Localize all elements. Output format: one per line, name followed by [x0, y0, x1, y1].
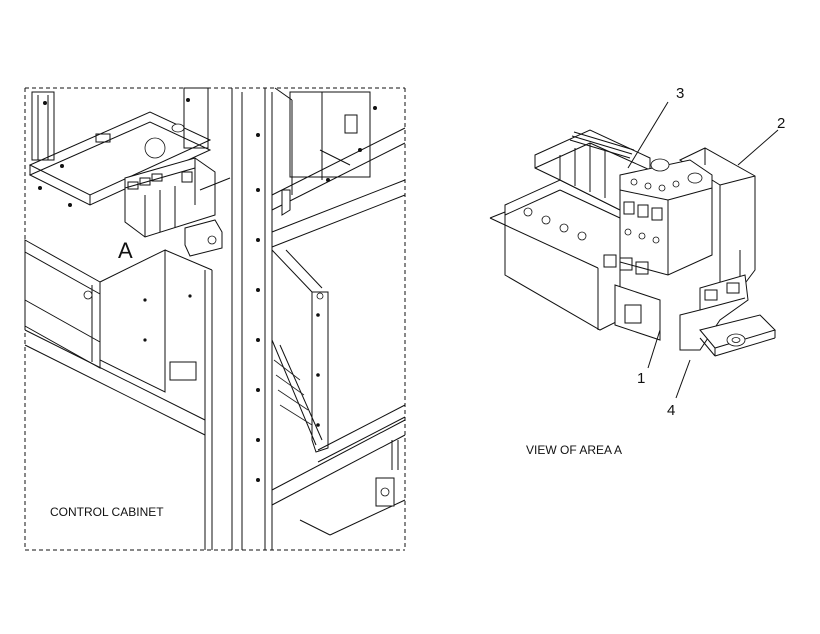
control-cabinet-drawing: A — [24, 87, 406, 551]
callout-leaders — [627, 101, 779, 399]
terminal-block-body — [489, 129, 713, 331]
callout-3: 3 — [676, 85, 684, 102]
mounting-plate — [28, 111, 212, 207]
control-cabinet-caption: CONTROL CABINET — [50, 505, 164, 519]
upper-back-panels — [31, 87, 377, 182]
area-marker: A — [118, 238, 133, 263]
right-cabinet-section — [271, 87, 406, 536]
center-column — [231, 88, 273, 550]
view-of-area-caption: VIEW OF AREA A — [526, 443, 622, 457]
callout-2: 2 — [777, 115, 785, 132]
terminal-block-small — [124, 157, 231, 257]
rail-clamp — [614, 274, 776, 357]
callout-1: 1 — [637, 370, 645, 387]
lower-left-cabinet — [24, 239, 213, 550]
area-a-detail-drawing: 3 2 1 4 VIEW OF AREA A — [489, 85, 785, 457]
callout-4: 4 — [667, 402, 675, 419]
